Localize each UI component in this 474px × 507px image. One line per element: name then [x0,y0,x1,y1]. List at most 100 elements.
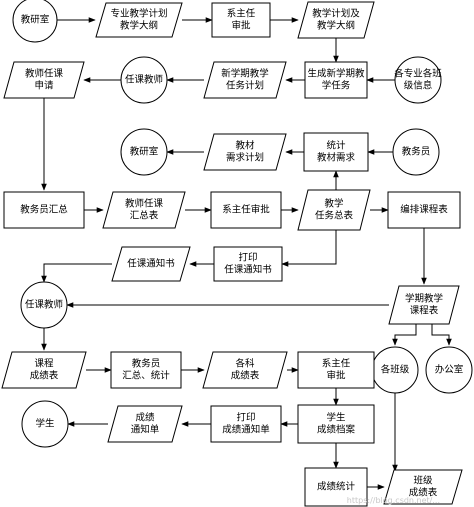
node-rkjs1: 任课教师 [120,56,168,104]
node-xscjda-label: 学生 [326,412,346,424]
node-dyrk-label: 打印 [238,252,257,264]
node-jys1-shape [12,0,58,43]
node-dycjtzd-label: 成绩通知单 [222,424,270,436]
node-xs: 学生 [21,400,69,448]
node-jwy1: 教务员 [392,128,440,176]
node-xxqrw-label: 任务计划 [226,80,264,92]
node-jys2-label: 教研室 [130,146,159,158]
node-jwyhz-shape [3,191,85,229]
node-xzrsp2-shape [210,191,282,229]
node-tjjc-label: 统计 [326,140,346,152]
node-xs-label: 学生 [35,418,55,430]
node-xzrsp3-label: 审批 [326,370,346,382]
node-jcjh-shape [203,133,287,171]
node-jcjh-label: 需求计划 [226,152,264,164]
connectors [41,17,452,490]
node-bjxx-label: 各专业各班 [394,68,442,80]
node-xzrsp3-label: 系主任 [322,358,351,370]
node-rktzs: 任课通知书 [111,246,191,282]
node-jys2: 教研室 [120,128,168,176]
edge-rwzb-dyrk [281,230,337,267]
node-jys1-label: 教研室 [21,14,50,26]
node-rkhzb-label: 汇总表 [130,210,159,222]
node-rkjs2: 任课教师 [20,281,68,329]
node-xs-shape [21,400,69,448]
node-gkcjb-shape [202,351,288,389]
node-rkjs2-label: 任课教师 [25,299,63,311]
node-jwyhztj-label: 汇总、统计 [122,370,170,382]
node-cjtj-label: 成绩统计 [317,481,356,493]
node-xzrsp1-shape [211,2,271,38]
node-rkjs1-shape [120,56,168,104]
node-xzrsp3: 系主任审批 [297,351,375,389]
node-jxjh-shape [297,1,375,39]
node-zyjh-shape [95,2,183,38]
node-gbj-label: 各班级 [381,364,410,376]
node-cjtj: 成绩统计 [304,467,368,507]
node-jxjh-label: 教学大纲 [317,20,355,32]
node-xscjda-shape [297,404,375,444]
node-zyjh-label: 专业教学计划 [110,8,167,20]
node-jwyhztj: 教务员汇总、统计 [110,351,182,389]
node-xzrsp2-label: 系主任审批 [222,204,270,216]
node-bjxx-label: 级信息 [404,80,433,92]
node-xxqrw-shape [203,61,287,99]
node-xzrsp3-shape [297,351,375,389]
edge-rktzs-rkjs2 [41,263,112,283]
node-kccjb-shape [1,351,87,389]
node-gkcjb-label: 各科 [235,358,255,370]
node-bjxx-shape [394,56,442,104]
node-rwzb-label: 任务总表 [315,210,354,222]
node-jwyhztj-shape [110,351,182,389]
node-jsrw-shape [3,61,85,99]
node-rwzb-shape [297,189,371,231]
node-rwzb-label: 教学 [324,198,343,210]
node-rkhzb-shape [102,191,186,229]
node-xqkcb-label: 课程表 [410,305,439,317]
node-bpkcb: 编排课程表 [387,191,461,229]
node-cjtzd: 成绩通知单 [107,405,183,443]
edge-xqkcb-gbj [392,324,417,346]
node-kccjb-label: 成绩表 [30,370,59,382]
node-scrw-label: 生成新学期教 [307,68,365,80]
node-bjcjb-label: 成绩表 [409,487,438,499]
node-tjjc-shape [303,132,369,172]
node-rktzs-label: 任课通知书 [127,258,175,270]
node-rkjs1-label: 任课教师 [125,74,163,86]
node-rkhzb-label: 教师任课 [125,198,164,210]
node-xzrsp1-label: 审批 [231,20,251,32]
node-bpkcb-label: 编排课程表 [400,204,448,216]
node-xzrsp1: 系主任审批 [211,2,271,38]
node-zyjh-label: 教学大纲 [120,20,158,32]
node-xqkcb-shape [388,285,460,325]
node-bgs-shape [425,346,473,394]
node-dycjtzd-label: 打印 [236,412,255,424]
node-gbj: 各班级 [371,346,419,394]
node-scrw-shape [304,61,368,99]
node-rktzs-shape [111,246,191,282]
node-xqkcb-label: 学期教学 [405,293,443,305]
node-jys2-shape [120,128,168,176]
node-cjtj-shape [304,467,368,507]
node-bgs: 办公室 [425,346,473,394]
node-jwyhz: 教务员汇总 [3,191,85,229]
node-bpkcb-shape [387,191,461,229]
node-bjcjb-label: 班级 [413,475,433,487]
node-dyrk-shape [213,246,283,282]
node-dycjtzd-shape [210,405,282,443]
node-bgs-label: 办公室 [435,364,464,376]
node-jwy1-shape [392,128,440,176]
node-xzrsp1-label: 系主任 [227,8,256,20]
